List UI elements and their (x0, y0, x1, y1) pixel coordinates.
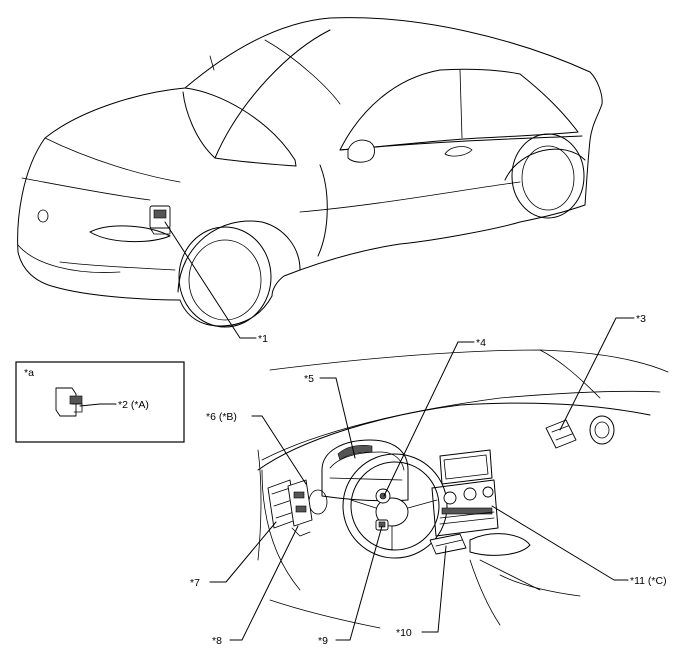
callout-11: *11 (*C) (630, 575, 667, 587)
leader-lines (79, 221, 635, 641)
callout-10: *10 (396, 627, 412, 639)
callout-3: *3 (636, 313, 646, 325)
dashboard-interior-illustration (257, 349, 669, 629)
callout-5: *5 (304, 373, 314, 385)
callout-labels: *1 *2 (*A) *3 *4 *5 *6 (*B) *7 *8 *9 *10… (118, 313, 667, 647)
callout-4: *4 (476, 337, 486, 349)
car-exterior-illustration (17, 17, 603, 328)
callout-7: *7 (190, 577, 200, 589)
inset-label: *a (24, 367, 34, 379)
inset-connector-view: *a (15, 361, 185, 443)
callout-9: *9 (318, 635, 328, 647)
callout-8: *8 (212, 635, 222, 647)
callout-6: *6 (*B) (206, 411, 237, 423)
callout-1: *1 (258, 333, 268, 345)
callout-2: *2 (*A) (118, 399, 149, 411)
